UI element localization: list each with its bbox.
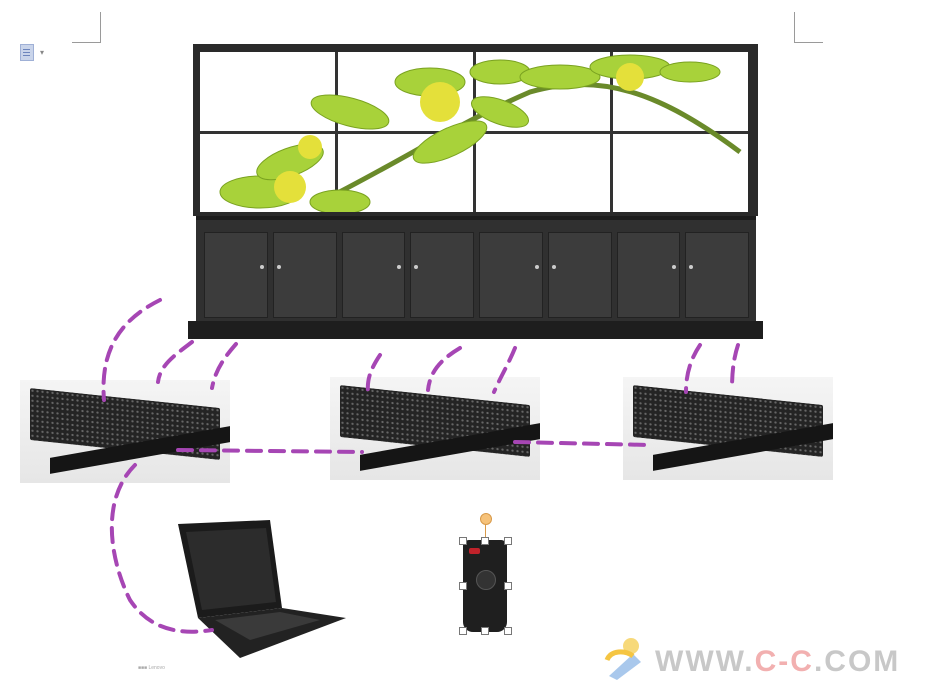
resize-handle[interactable] — [504, 537, 512, 545]
rotate-handle-line — [485, 524, 486, 540]
chevron-down-icon[interactable]: ▾ — [40, 48, 45, 57]
watermark-suffix: .COM — [813, 645, 901, 678]
laptop-image[interactable] — [170, 518, 350, 660]
cabinet-door — [341, 232, 406, 318]
orchid-picture — [219, 54, 742, 212]
resize-handle[interactable] — [459, 582, 467, 590]
resize-handle[interactable] — [504, 582, 512, 590]
cabinet-door — [410, 232, 474, 318]
cable — [176, 448, 364, 454]
rotate-handle[interactable] — [480, 513, 492, 525]
cabinet — [196, 216, 756, 325]
resize-handle[interactable] — [481, 627, 489, 635]
resize-handle[interactable] — [504, 627, 512, 635]
cable — [730, 343, 740, 392]
dpad-graphic — [476, 570, 496, 590]
remote-control-image[interactable] — [463, 540, 507, 632]
cable — [684, 343, 702, 394]
cabinet-door — [616, 232, 681, 318]
cable — [365, 353, 382, 394]
watermark-brand: C-C — [754, 645, 814, 678]
resize-handle[interactable] — [459, 627, 467, 635]
power-button-graphic — [469, 548, 480, 554]
cabinet-door — [204, 232, 268, 318]
video-wall-image[interactable] — [188, 44, 763, 340]
cable — [109, 463, 214, 634]
cable — [156, 340, 194, 384]
cable — [210, 342, 238, 390]
page-corner-top-right — [794, 12, 823, 43]
cable — [426, 346, 462, 392]
cabinet-doors — [204, 232, 749, 318]
page-corner-top-left — [72, 12, 101, 43]
document-icon[interactable] — [20, 44, 34, 61]
controller-box-3[interactable] — [623, 377, 833, 480]
resize-handle[interactable] — [459, 537, 467, 545]
screen — [200, 52, 335, 131]
watermark: WWW.C-C.COM — [655, 645, 900, 679]
cabinet-door — [685, 232, 749, 318]
resize-handle[interactable] — [481, 537, 489, 545]
cable — [513, 440, 652, 447]
laptop-caption: ■■■ Lenovo — [138, 665, 165, 671]
controller-box-2[interactable] — [330, 377, 540, 480]
cabinet-base — [188, 321, 763, 339]
cable — [101, 298, 162, 402]
c-c-logo — [604, 638, 641, 680]
cabinet-door — [479, 232, 543, 318]
cable — [492, 346, 517, 394]
watermark-prefix: WWW. — [655, 645, 755, 678]
cabinet-door — [547, 232, 612, 318]
cabinet-door — [272, 232, 337, 318]
controller-box-1[interactable] — [20, 380, 230, 483]
screen — [613, 133, 748, 212]
screen — [475, 133, 611, 212]
